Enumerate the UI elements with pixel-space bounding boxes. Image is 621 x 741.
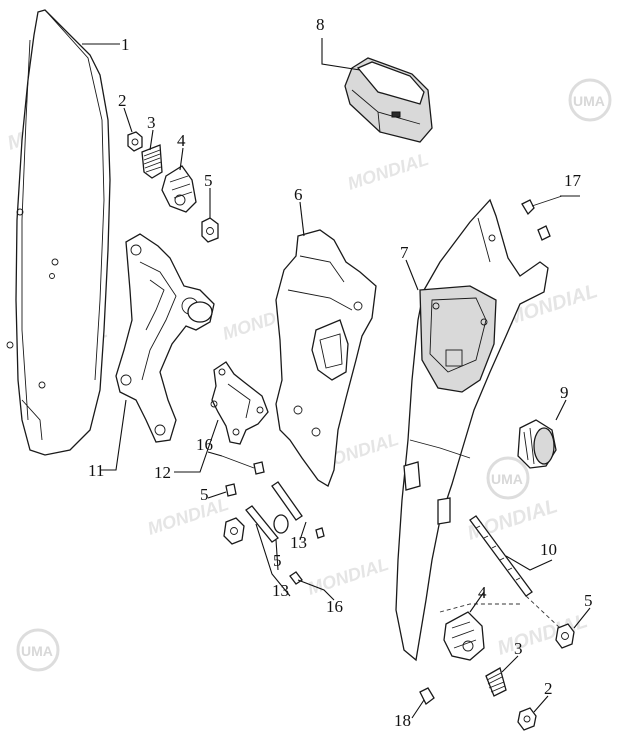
callout-7: 7 (400, 243, 409, 262)
callout-5: 5 (204, 171, 213, 190)
callout-13-lower: 13 (272, 581, 289, 600)
part-clip-18 (419, 687, 435, 705)
part-pin-13 (245, 481, 303, 543)
callout-10: 10 (540, 540, 557, 559)
callout-2: 2 (118, 91, 127, 110)
callout-5-mid: 5 (200, 485, 209, 504)
part-nut-5-mid (223, 517, 245, 545)
callout-1: 1 (121, 35, 130, 54)
callout-11: 11 (88, 461, 104, 480)
part-bolt-small (225, 483, 237, 497)
mondial-watermark: MONDIAL (305, 554, 391, 599)
callout-5-lower: 5 (273, 551, 282, 570)
mondial-watermark: MONDIAL (345, 149, 431, 194)
callout-9: 9 (560, 383, 569, 402)
part-adjuster-knob-lower (443, 611, 485, 661)
part-instrument-cluster (344, 57, 433, 143)
callout-17: 17 (564, 171, 582, 190)
part-dashboard-bracket (275, 229, 377, 487)
callout-4-lower: 4 (478, 583, 487, 602)
callout-6: 6 (294, 185, 303, 204)
callout-12: 12 (154, 463, 171, 482)
part-spring-lower (485, 667, 507, 697)
callout-8: 8 (316, 15, 325, 34)
part-threaded-rod (439, 515, 561, 629)
leader-lines (82, 38, 591, 719)
part-nut-5-right (555, 623, 575, 649)
callout-13-upper: 13 (290, 533, 307, 552)
callout-4: 4 (177, 131, 186, 150)
callout-labels: 1 2 3 4 5 6 8 7 9 10 11 12 16 5 13 5 13 … (88, 15, 593, 730)
part-screw-16-upper (221, 455, 265, 475)
uma-logo-watermark: UMA (486, 456, 530, 500)
part-round-knob (517, 419, 557, 469)
callout-3: 3 (147, 113, 156, 132)
callout-5-right: 5 (584, 591, 593, 610)
callout-2-lower: 2 (544, 679, 553, 698)
mondial-watermark: MONDIAL (495, 610, 591, 660)
callout-18: 18 (394, 711, 411, 730)
uma-logo-watermark: UMA (568, 78, 612, 122)
part-screw-16-lower (289, 527, 325, 585)
part-mounting-bracket (115, 233, 215, 443)
callout-16-upper: 16 (196, 435, 213, 454)
part-windshield (6, 9, 111, 456)
uma-logo-watermark: UMA (16, 628, 60, 672)
part-side-panel (395, 198, 549, 662)
part-nut-5-top (201, 217, 219, 243)
part-nut-top (127, 131, 143, 152)
svg-text:UMA: UMA (573, 93, 605, 109)
part-screw-17 (521, 195, 563, 241)
callout-3-lower: 3 (514, 639, 523, 658)
part-nut-bottom (517, 707, 537, 731)
part-adjuster-knob-top (161, 165, 197, 213)
part-spring-top (141, 144, 163, 179)
part-small-bracket (210, 361, 269, 445)
callout-16-lower: 16 (326, 597, 343, 616)
svg-text:UMA: UMA (21, 643, 53, 659)
mondial-watermark: MONDIAL (145, 494, 231, 539)
svg-text:UMA: UMA (491, 471, 523, 487)
part-spacer (273, 514, 289, 534)
